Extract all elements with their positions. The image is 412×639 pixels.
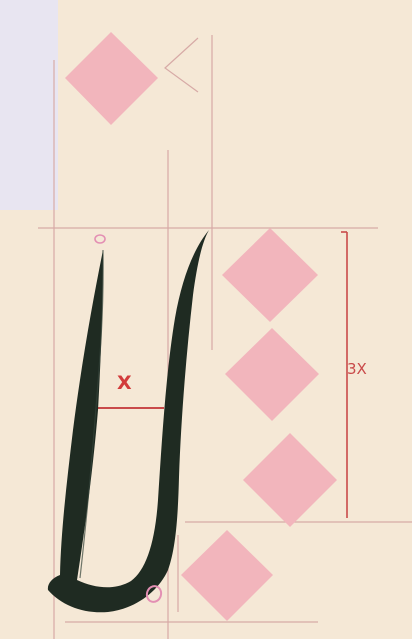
left-shaded-area	[0, 0, 58, 210]
x-width-label: X	[117, 374, 132, 393]
height-label: 3X	[347, 362, 367, 377]
